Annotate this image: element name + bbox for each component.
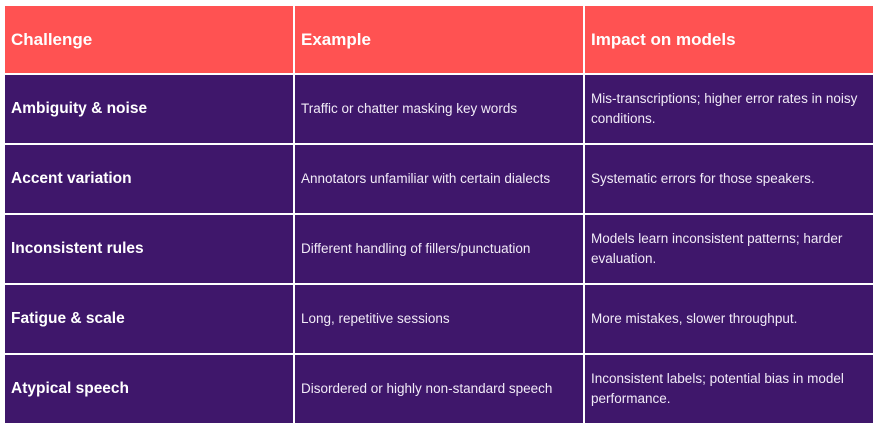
header-row: Challenge Example Impact on models bbox=[3, 4, 875, 75]
impact-cell: Models learn inconsistent patterns; hard… bbox=[583, 213, 875, 285]
table-row: Inconsistent rules Different handling of… bbox=[3, 213, 875, 285]
table-row: Atypical speech Disordered or highly non… bbox=[3, 353, 875, 425]
impact-cell: Mis-transcriptions; higher error rates i… bbox=[583, 73, 875, 145]
impact-cell: More mistakes, slower throughput. bbox=[583, 283, 875, 355]
challenge-cell: Ambiguity & noise bbox=[3, 73, 295, 145]
table-row: Accent variation Annotators unfamiliar w… bbox=[3, 143, 875, 215]
challenge-cell: Accent variation bbox=[3, 143, 295, 215]
impact-cell: Systematic errors for those speakers. bbox=[583, 143, 875, 215]
example-cell: Different handling of fillers/punctuatio… bbox=[293, 213, 585, 285]
example-cell: Traffic or chatter masking key words bbox=[293, 73, 585, 145]
impact-cell: Inconsistent labels; potential bias in m… bbox=[583, 353, 875, 425]
challenge-cell: Atypical speech bbox=[3, 353, 295, 425]
header-impact: Impact on models bbox=[583, 4, 875, 75]
header-example: Example bbox=[293, 4, 585, 75]
challenge-cell: Fatigue & scale bbox=[3, 283, 295, 355]
example-cell: Long, repetitive sessions bbox=[293, 283, 585, 355]
table-row: Ambiguity & noise Traffic or chatter mas… bbox=[3, 73, 875, 145]
table-row: Fatigue & scale Long, repetitive session… bbox=[3, 283, 875, 355]
example-cell: Disordered or highly non-standard speech bbox=[293, 353, 585, 425]
example-cell: Annotators unfamiliar with certain diale… bbox=[293, 143, 585, 215]
challenge-cell: Inconsistent rules bbox=[3, 213, 295, 285]
header-challenge: Challenge bbox=[3, 4, 295, 75]
challenges-table: Challenge Example Impact on models Ambig… bbox=[3, 4, 875, 425]
